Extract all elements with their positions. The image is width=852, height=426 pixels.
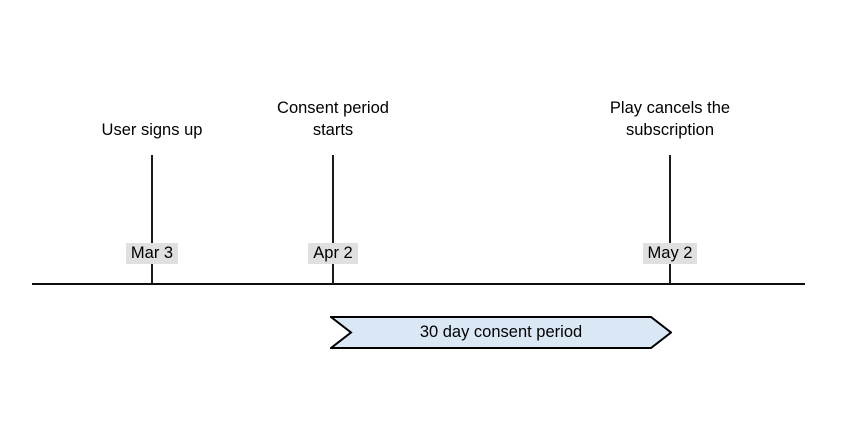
consent-period-banner-label: 30 day consent period: [419, 323, 583, 341]
milestone-stem: [151, 155, 153, 284]
consent-period-banner[interactable]: 30 day consent period: [330, 316, 672, 349]
chevron-banner-icon: [330, 316, 672, 349]
milestone-date-badge: May 2: [610, 240, 730, 266]
milestone-stem: [669, 155, 671, 284]
milestone-date-badge: Mar 3: [92, 240, 212, 266]
milestone-date-label: May 2: [642, 243, 698, 264]
milestone-date-badge: Apr 2: [273, 240, 393, 266]
milestone-caption: Play cancels the subscription: [609, 99, 731, 139]
milestone-date-label: Apr 2: [308, 243, 358, 264]
milestone-date-label: Mar 3: [125, 243, 179, 264]
milestone-stem: [332, 155, 334, 284]
milestone-caption: Consent period starts: [277, 99, 389, 139]
timeline-axis: [32, 283, 805, 285]
milestone-caption: User signs up: [101, 121, 203, 139]
